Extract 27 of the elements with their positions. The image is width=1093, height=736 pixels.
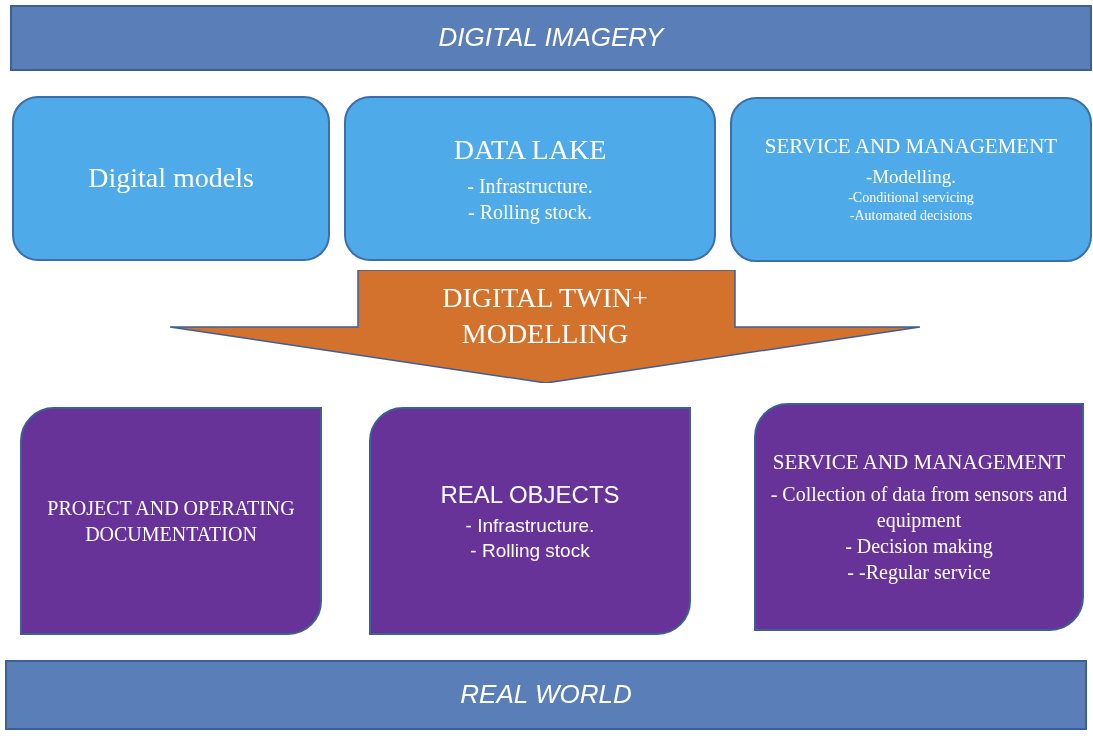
list-item: - Collection of data from sensors and equipment: [770, 481, 1068, 533]
leaf-shaped-box: [20, 407, 322, 635]
header-band: [10, 5, 1092, 71]
list-item: - Infrastructure.: [465, 513, 595, 538]
box-heading: PROJECT AND OPERATING DOCUMENTATION: [46, 496, 296, 547]
leaf-shaped-box: [369, 407, 691, 635]
list-item: - Rolling stock.: [468, 199, 592, 225]
list-item: - Infrastructure.: [467, 173, 593, 199]
footer-band: [5, 660, 1087, 730]
list-item: -Conditional servicing: [848, 189, 974, 208]
box-heading: Digital models: [88, 161, 254, 196]
box-heading: SERVICE AND MANAGEMENT: [764, 133, 1058, 161]
box-heading: DIGITAL TWIN+ MODELLING: [441, 281, 649, 352]
list-item: - Decision making: [845, 533, 993, 559]
list-item: -Automated decisions: [849, 207, 973, 226]
rounded-box: [730, 97, 1092, 262]
rounded-box: [344, 96, 716, 261]
band-title: REAL WORLD: [460, 678, 632, 712]
band-title: DIGITAL IMAGERY: [438, 21, 664, 55]
box-heading: REAL OBJECTS: [440, 479, 620, 510]
list-item: - Rolling stock: [470, 538, 590, 563]
leaf-shaped-box: [754, 403, 1084, 631]
list-item: - -Regular service: [847, 559, 991, 585]
rounded-box: [12, 96, 330, 261]
list-item: -Modelling.: [865, 164, 957, 189]
box-heading: SERVICE AND MANAGEMENT: [772, 449, 1066, 477]
box-heading: DATA LAKE: [453, 133, 607, 168]
